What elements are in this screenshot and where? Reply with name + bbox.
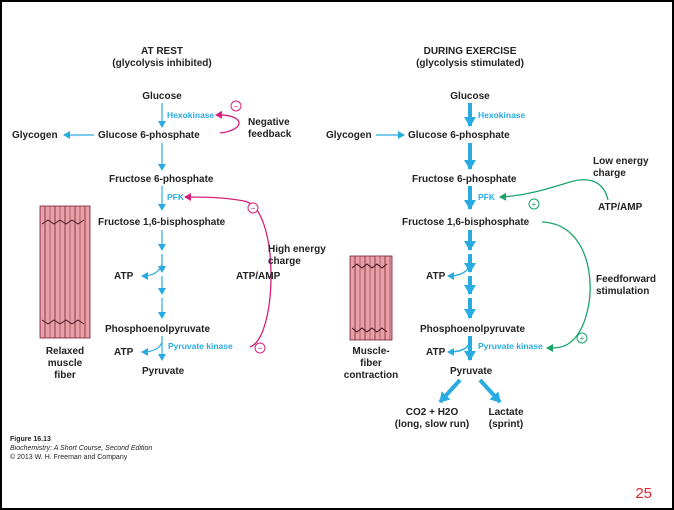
left-f16bp: Fructose 1,6-bisphosphate: [98, 217, 226, 228]
right-g6p: Glucose 6-phosphate: [408, 130, 510, 141]
left-inhibit-marker-pk: [254, 342, 266, 354]
left-subtitle: (glycolysis inhibited): [112, 58, 211, 69]
right-subtitle: (glycolysis stimulated): [416, 58, 524, 69]
left-glucose: Glucose: [142, 91, 182, 102]
left-pyruvate: Pyruvate: [142, 366, 185, 377]
left-inhibit-marker-pfk: [247, 202, 259, 214]
right-arrow-co2: [438, 378, 462, 404]
right-stimulate-marker-pfk: [528, 198, 540, 210]
left-neg-feedback-1: Negative: [248, 117, 290, 128]
right-pep: Phosphoenolpyruvate: [420, 324, 525, 335]
left-high-energy-1: High energy: [268, 244, 326, 255]
right-arrow-atp2: [447, 341, 471, 356]
left-muscle-1: Relaxed: [46, 346, 84, 357]
right-pyruvate: Pyruvate: [450, 366, 493, 377]
left-pep: Phosphoenolpyruvate: [105, 324, 210, 335]
left-muscle-3: fiber: [54, 370, 76, 381]
right-hexokinase: Hexokinase: [478, 110, 526, 120]
left-arrow-atp2: [141, 341, 163, 356]
right-atp-amp: ATP/AMP: [598, 202, 643, 213]
left-pfk: PFK: [167, 192, 185, 202]
left-atp1: ATP: [114, 271, 134, 282]
right-muscle-1: Muscle-: [352, 346, 389, 357]
left-high-energy-2: charge: [268, 256, 301, 267]
right-stimulate-sign-pfk: +: [532, 200, 537, 209]
right-sprint: (sprint): [489, 419, 523, 430]
right-feedforward-2: stimulation: [596, 286, 649, 297]
left-glycogen: Glycogen: [12, 130, 58, 141]
left-neg-feedback-2: feedback: [248, 129, 292, 140]
right-low-energy-2: charge: [593, 168, 626, 179]
right-long-run: (long, slow run): [395, 419, 469, 430]
right-f16bp: Fructose 1,6-bisphosphate: [402, 217, 530, 228]
left-pyruvate-kinase: Pyruvate kinase: [168, 341, 233, 351]
right-feedforward-arrow: [541, 221, 591, 352]
left-atp-amp: ATP/AMP: [236, 271, 281, 282]
left-hexokinase: Hexokinase: [167, 110, 215, 120]
relaxed-muscle-fiber-image: [39, 205, 91, 339]
right-atp2: ATP: [426, 347, 446, 358]
right-arrow-atp1: [447, 263, 471, 280]
left-inhibit-sign-pk: −: [258, 344, 263, 353]
right-muscle-2: fiber: [360, 358, 382, 369]
left-muscle-2: muscle: [48, 358, 83, 369]
right-co2-h2o: CO2 + H2O: [406, 407, 459, 418]
left-negative-feedback-arrow: [215, 110, 240, 134]
left-arrow-atp1: [141, 263, 163, 280]
left-title: AT REST: [141, 46, 183, 57]
left-g6p: Glucose 6-phosphate: [98, 130, 200, 141]
left-inhibit-sign-pfk: −: [251, 204, 256, 213]
right-pfk: PFK: [478, 192, 496, 202]
right-arrow-lactate: [478, 378, 502, 404]
left-inhibit-sign-hex: −: [234, 102, 239, 111]
right-atp1: ATP: [426, 271, 446, 282]
right-muscle-3: contraction: [344, 370, 398, 381]
right-glucose: Glucose: [450, 91, 490, 102]
right-stimulate-sign-pk: +: [580, 334, 585, 343]
right-stimulate-marker-pk: [576, 332, 588, 344]
caption-figure: Figure 16.13: [10, 436, 51, 443]
caption-copyright: © 2013 W. H. Freeman and Company: [10, 453, 128, 461]
page-number: 25: [635, 485, 652, 502]
caption-book: Biochemistry: A Short Course, Second Edi…: [10, 445, 152, 452]
left-f6p: Fructose 6-phosphate: [109, 174, 214, 185]
right-f6p: Fructose 6-phosphate: [412, 174, 517, 185]
left-energy-inhibition-arrow: [184, 193, 272, 348]
contracting-muscle-fiber-image: [349, 255, 393, 341]
right-low-energy-1: Low energy: [593, 156, 649, 167]
right-glycogen: Glycogen: [326, 130, 372, 141]
right-feedforward-1: Feedforward: [596, 274, 656, 285]
right-lactate: Lactate: [488, 407, 523, 418]
right-title: DURING EXERCISE: [424, 46, 517, 57]
right-pyruvate-kinase: Pyruvate kinase: [478, 341, 543, 351]
left-inhibit-marker-hex: [230, 100, 242, 112]
right-low-energy-arrow: [499, 179, 609, 201]
left-atp2: ATP: [114, 347, 134, 358]
